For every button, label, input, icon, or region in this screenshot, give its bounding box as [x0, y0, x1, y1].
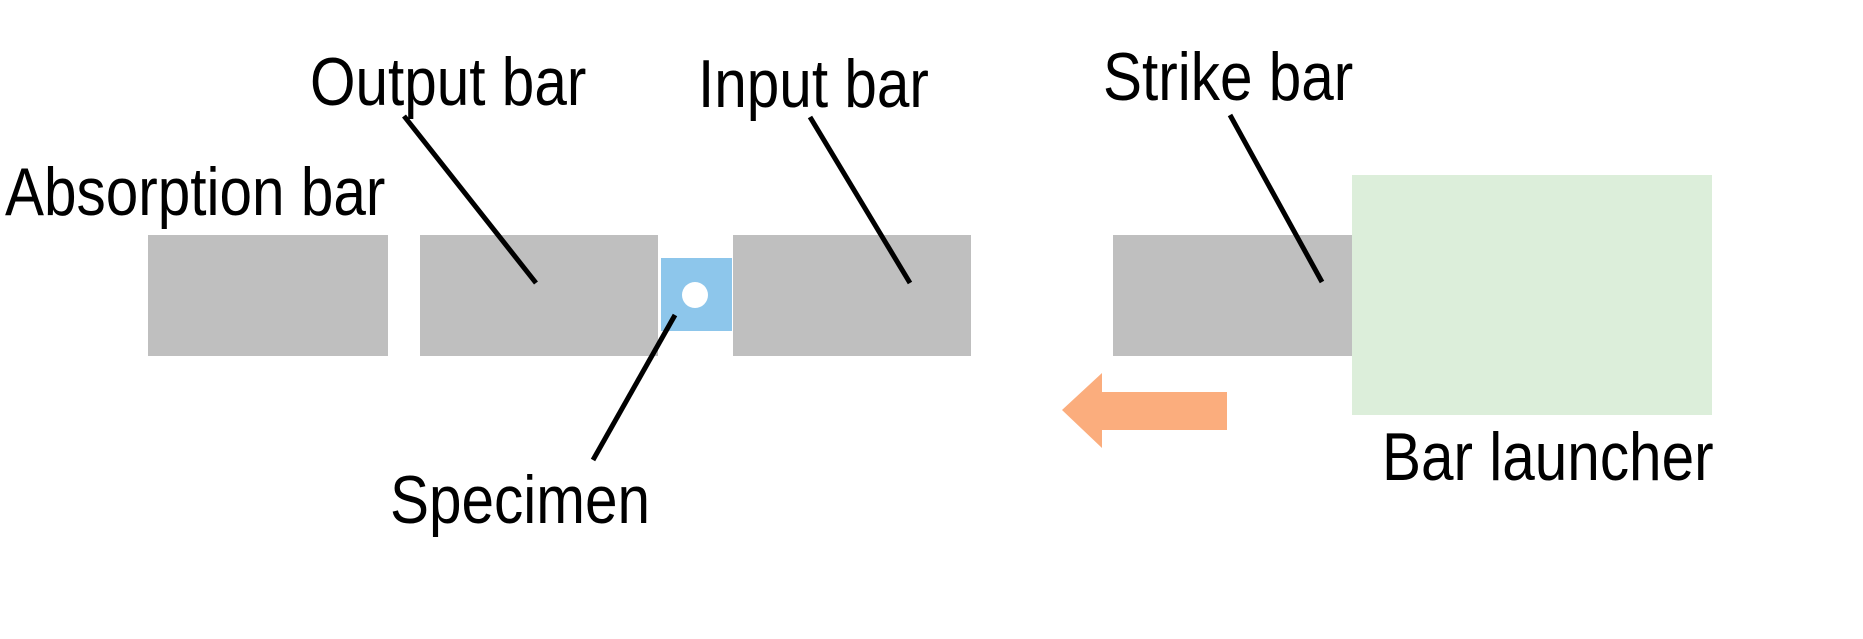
- bar-launcher-label: Bar launcher: [1382, 419, 1714, 495]
- absorption-bar-shape: [148, 235, 388, 356]
- strike-bar-label: Strike bar: [1103, 39, 1354, 115]
- input-bar-shape: [733, 235, 971, 356]
- specimen-label: Specimen: [390, 462, 651, 538]
- input-bar-label: Input bar: [698, 46, 929, 122]
- launch-direction-left-arrow-icon: [1062, 373, 1227, 448]
- output-bar-shape: [420, 235, 658, 356]
- specimen-hole-dot: [682, 282, 708, 308]
- output-bar-label: Output bar: [310, 44, 587, 120]
- specimen-shape: [661, 258, 732, 331]
- strike-bar-shape: [1113, 235, 1352, 356]
- absorption-bar-label: Absorption bar: [5, 154, 386, 230]
- bar-launcher-shape: [1352, 175, 1712, 415]
